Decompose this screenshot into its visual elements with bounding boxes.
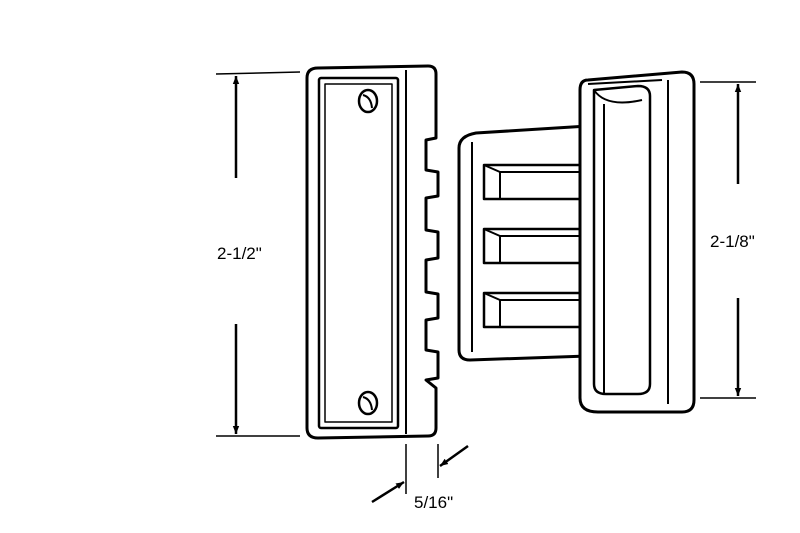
right-height-label: 2-1/8" <box>710 232 755 251</box>
latch-grip <box>592 84 652 396</box>
extension-line-top-left <box>215 71 301 75</box>
thickness-label: 5/16" <box>414 493 453 512</box>
left-plate-face <box>317 76 400 430</box>
dimension-left-height <box>215 71 301 437</box>
latch-grip-bevel <box>593 89 643 394</box>
latch-housing <box>578 70 696 414</box>
dimension-right-height <box>700 81 756 399</box>
left-height-label: 2-1/2" <box>217 244 262 263</box>
screw-hole-top <box>357 88 379 114</box>
dimension-thickness <box>371 444 469 504</box>
screw-hole-bottom <box>357 390 379 416</box>
left-plate-face-inner <box>324 83 393 423</box>
latch-housing-top-edge <box>587 79 663 85</box>
thickness-arrow-right <box>439 444 469 468</box>
thickness-arrow-left <box>371 480 405 504</box>
left-plate-outline <box>305 64 440 440</box>
right-latch-body <box>457 70 696 414</box>
left-keeper-plate <box>305 64 440 440</box>
latch-tongue <box>457 124 590 362</box>
